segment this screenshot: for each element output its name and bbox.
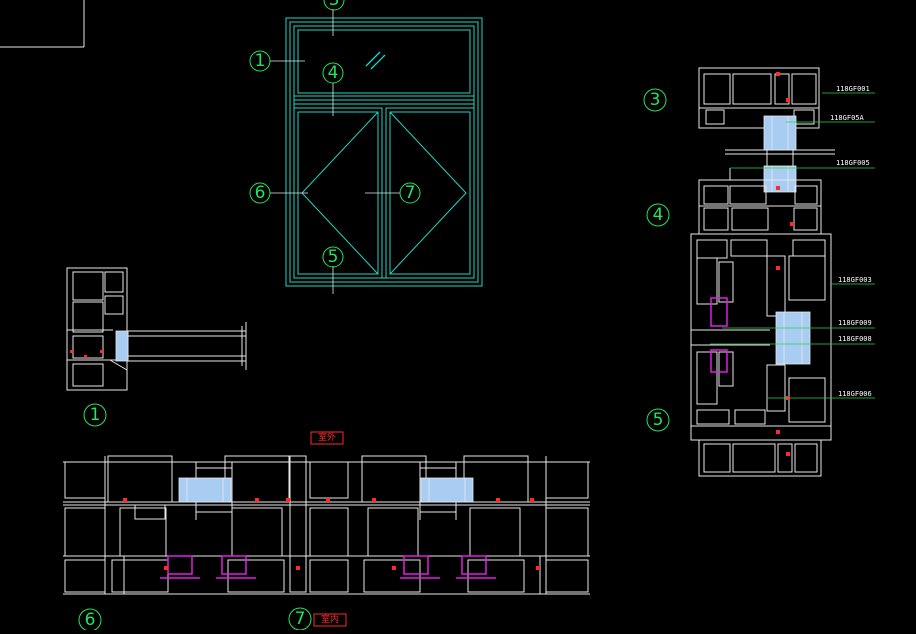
- svg-text:室内: 室内: [321, 613, 339, 625]
- svg-text:3: 3: [650, 90, 661, 110]
- bubble-5-elevation: 5: [322, 246, 344, 268]
- svg-text:7: 7: [405, 183, 416, 203]
- svg-text:室外: 室外: [318, 431, 336, 443]
- svg-text:118GF009: 118GF009: [838, 319, 872, 327]
- svg-text:4: 4: [653, 205, 664, 225]
- svg-text:118GF008: 118GF008: [838, 335, 872, 343]
- svg-text:1: 1: [255, 51, 266, 71]
- title-block: [0, 0, 85, 48]
- svg-text:6: 6: [85, 610, 96, 630]
- section-1-profile: [66, 267, 247, 391]
- bubble-1-elevation: 1: [249, 50, 271, 72]
- horizontal-section: [63, 455, 590, 595]
- svg-text:5: 5: [328, 247, 339, 267]
- bubble-4-elevation: 4: [322, 62, 344, 84]
- svg-text:6: 6: [255, 183, 266, 203]
- bubble-3-section: 3: [643, 88, 667, 112]
- svg-text:1: 1: [90, 405, 101, 425]
- bubble-4-section: 4: [646, 203, 670, 227]
- outside-label: 室外: [310, 431, 344, 445]
- vertical-section: [690, 67, 835, 477]
- svg-text:4: 4: [328, 63, 339, 83]
- svg-text:5: 5: [653, 410, 664, 430]
- bubble-3-top: 3: [323, 0, 345, 11]
- bubble-6-section: 6: [78, 608, 102, 632]
- bubble-7-elevation: 7: [399, 182, 421, 204]
- bubble-1-section: 1: [83, 403, 107, 427]
- svg-text:118GF001: 118GF001: [836, 85, 870, 93]
- svg-text:118GF005: 118GF005: [836, 159, 870, 167]
- svg-text:118GF003: 118GF003: [838, 276, 872, 284]
- svg-text:118GF006: 118GF006: [838, 390, 872, 398]
- bubble-5-section: 5: [646, 408, 670, 432]
- window-elevation: [285, 17, 483, 287]
- inside-label: 室内: [313, 613, 347, 627]
- svg-text:118GF05A: 118GF05A: [830, 114, 865, 122]
- bubble-7-section: 7: [288, 607, 312, 631]
- part-code-leaders: [710, 92, 875, 399]
- elevation-leaders: [270, 9, 400, 294]
- bubble-6-elevation: 6: [249, 182, 271, 204]
- part-codes: 118GF001 118GF05A 118GF005 118GF003 118G…: [830, 85, 872, 398]
- svg-text:3: 3: [329, 0, 340, 10]
- svg-text:7: 7: [295, 609, 306, 629]
